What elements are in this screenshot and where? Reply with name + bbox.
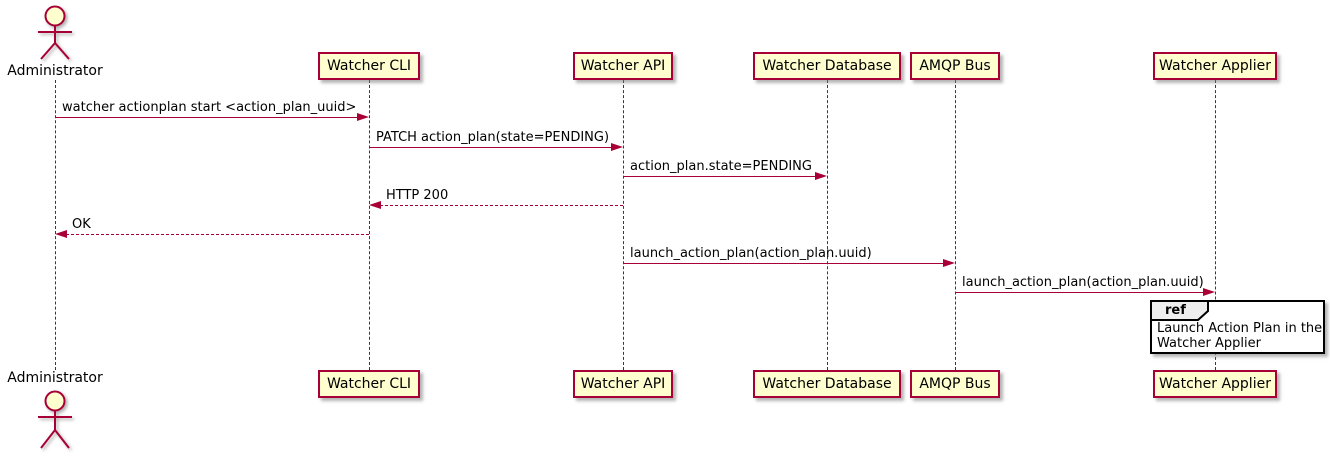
message-label: action_plan.state=PENDING <box>630 159 812 174</box>
participant-label: Watcher Database <box>762 376 892 392</box>
participant-watcher-applier-top: Watcher Applier <box>1153 52 1277 80</box>
message-label: launch_action_plan(action_plan.uuid) <box>630 246 872 261</box>
participant-watcher-database-bottom: Watcher Database <box>753 370 901 398</box>
message-label: PATCH action_plan(state=PENDING) <box>376 130 610 145</box>
participant-label: AMQP Bus <box>919 58 991 74</box>
message-label: launch_action_plan(action_plan.uuid) <box>962 275 1204 290</box>
ref-text-line1: Launch Action Plan in the <box>1157 321 1323 336</box>
message-arrowhead <box>943 259 955 267</box>
message-label: OK <box>72 217 91 232</box>
participant-watcher-cli-top: Watcher CLI <box>318 52 420 80</box>
ref-fragment: ref Launch Action Plan in the Watcher Ap… <box>1150 300 1325 354</box>
actor-icon <box>38 5 72 60</box>
actor-administrator-label-bottom: Administrator <box>7 370 103 386</box>
message-label: watcher actionplan start <action_plan_uu… <box>62 100 357 115</box>
message-line <box>623 176 816 177</box>
message-arrowhead <box>357 113 369 121</box>
message-line <box>623 263 944 264</box>
lifeline-administrator <box>55 80 56 370</box>
participant-label: Watcher Applier <box>1159 376 1271 392</box>
participant-label: AMQP Bus <box>919 376 991 392</box>
message-line <box>66 234 369 235</box>
participant-label: Watcher Database <box>762 58 892 74</box>
participant-label: Watcher API <box>580 58 666 74</box>
actor-administrator-label-top: Administrator <box>7 63 103 79</box>
ref-text-line2: Watcher Applier <box>1157 336 1261 351</box>
participant-amqp-bus-top: AMQP Bus <box>910 52 1000 80</box>
message-arrowhead <box>611 143 623 151</box>
participant-watcher-database-top: Watcher Database <box>753 52 901 80</box>
message-line <box>955 292 1204 293</box>
ref-tab-icon <box>1150 300 1209 321</box>
participant-watcher-api-bottom: Watcher API <box>573 370 673 398</box>
message-line <box>380 205 623 206</box>
participant-amqp-bus-bottom: AMQP Bus <box>910 370 1000 398</box>
participant-label: Watcher CLI <box>326 376 412 392</box>
actor-icon <box>38 390 72 449</box>
lifeline-watcher-database <box>827 80 828 370</box>
lifeline-watcher-api <box>623 80 624 370</box>
participant-watcher-applier-bottom: Watcher Applier <box>1153 370 1277 398</box>
ref-keyword: ref <box>1165 303 1186 318</box>
message-arrowhead <box>1203 288 1215 296</box>
participant-watcher-api-top: Watcher API <box>573 52 673 80</box>
message-line <box>55 117 358 118</box>
participant-label: Watcher API <box>580 376 666 392</box>
message-arrowhead <box>55 230 67 238</box>
participant-label: Watcher Applier <box>1159 58 1271 74</box>
lifeline-amqp-bus <box>955 80 956 370</box>
message-label: HTTP 200 <box>386 188 449 203</box>
participant-label: Watcher CLI <box>326 58 412 74</box>
message-arrowhead <box>369 201 381 209</box>
message-arrowhead <box>815 172 827 180</box>
message-line <box>369 147 612 148</box>
participant-watcher-cli-bottom: Watcher CLI <box>318 370 420 398</box>
lifeline-watcher-applier <box>1215 80 1216 370</box>
lifeline-watcher-cli <box>369 80 370 370</box>
